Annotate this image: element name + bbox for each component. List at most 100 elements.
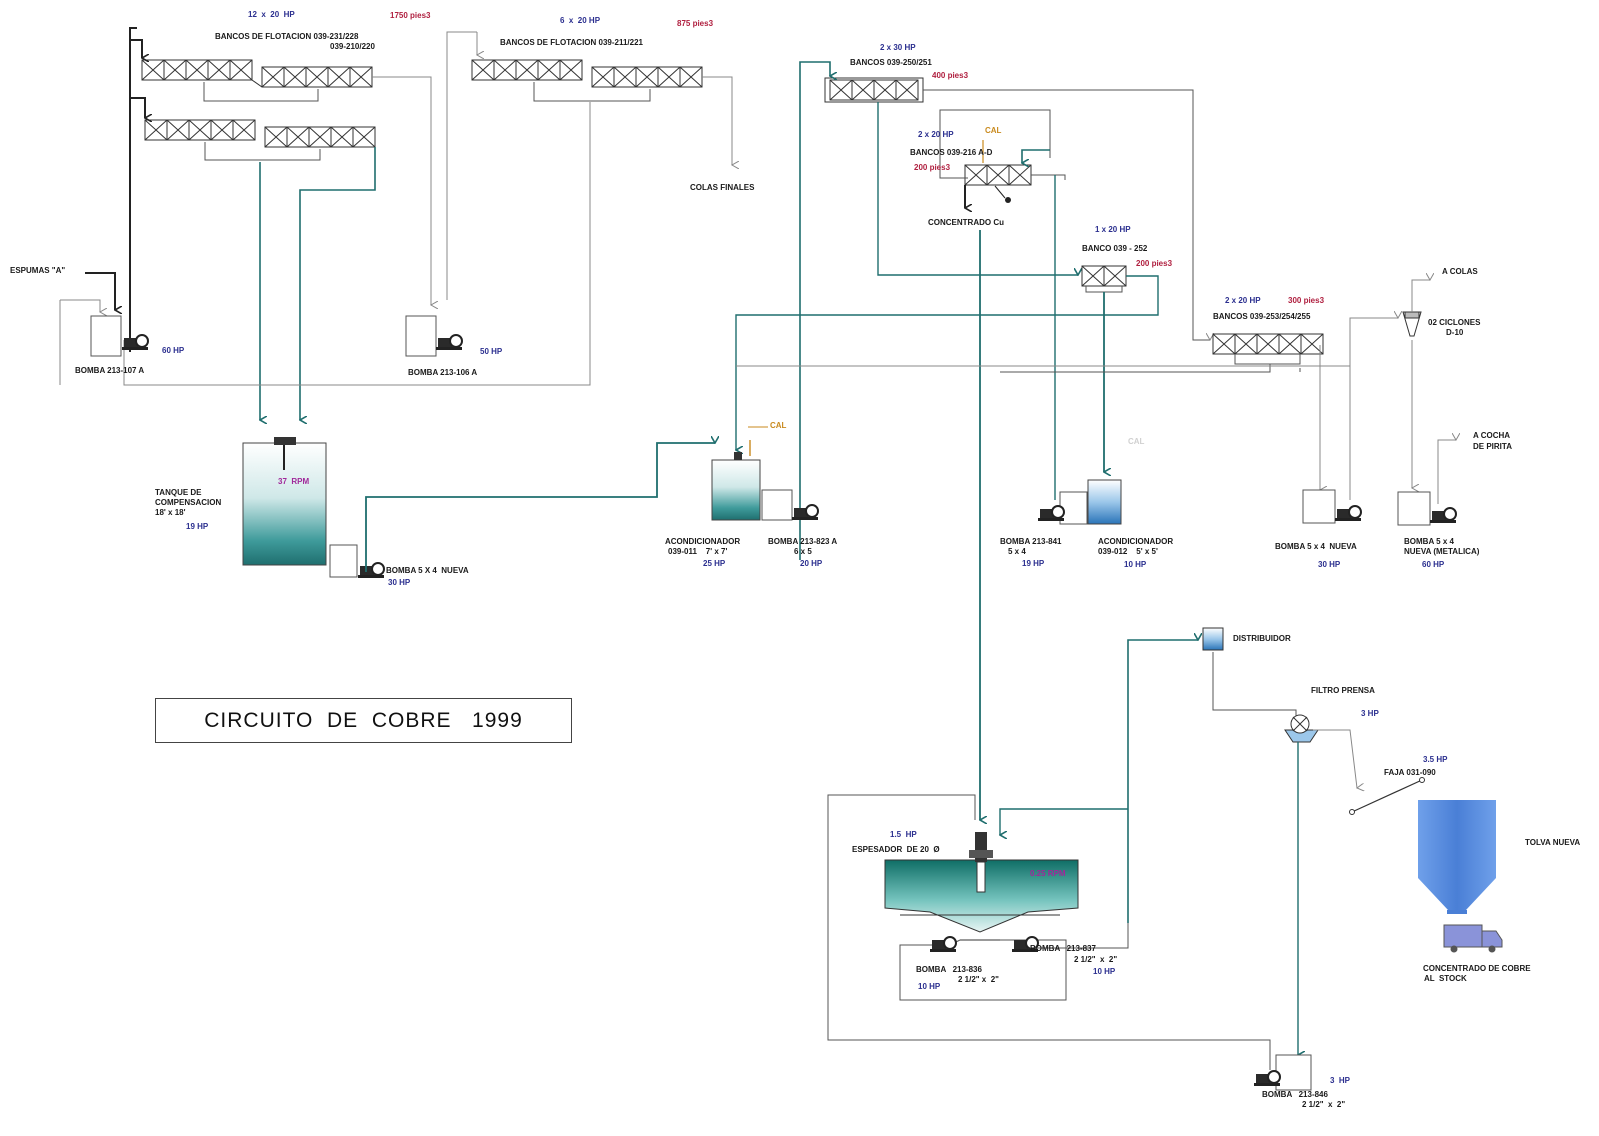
pump-837-hp: 10 HP xyxy=(1093,967,1116,976)
espesador-rpm: 0.25 RPM xyxy=(1030,869,1066,878)
pump-841-hp: 19 HP xyxy=(1022,559,1045,568)
bank4-cal: CAL xyxy=(985,126,1002,135)
pump-841-size: 5 x 4 xyxy=(1008,547,1026,556)
conditioner-039-011 xyxy=(711,452,819,521)
cal-label-acond: CAL xyxy=(770,421,787,430)
pump-106-name: BOMBA 213-106 A xyxy=(408,368,478,377)
pump-5x4-c-name: BOMBA 5 x 4 xyxy=(1404,537,1454,546)
pump-107-name: BOMBA 213-107 A xyxy=(75,366,145,375)
cal-label-acond012: CAL xyxy=(1128,437,1145,446)
bank6-name: BANCOS 039-253/254/255 xyxy=(1213,312,1311,321)
pump-213-106-box xyxy=(405,315,463,357)
conveyor-031-090 xyxy=(1349,777,1425,815)
bank6-hp: 2 x 20 HP xyxy=(1225,296,1261,305)
filtro-prensa-label: FILTRO PRENSA xyxy=(1311,686,1375,695)
filtro-hp: 3 HP xyxy=(1361,709,1379,718)
ciclones-model-label: D-10 xyxy=(1446,328,1464,337)
pump-213-107-box xyxy=(90,315,149,357)
bank1-hp: 12 x 20 HP xyxy=(248,10,295,19)
bank5-hp: 1 x 20 HP xyxy=(1095,225,1131,234)
hopper-tolva-nueva xyxy=(1418,800,1496,914)
bank-039-216 xyxy=(964,164,1032,186)
bank5-name: BANCO 039 - 252 xyxy=(1082,244,1148,253)
pump-823-hp: 20 HP xyxy=(800,559,823,568)
pump-5x4-metalica-box xyxy=(1397,491,1457,526)
conditioner-039-012 xyxy=(1037,479,1122,525)
a-colas-label: A COLAS xyxy=(1442,267,1478,276)
filter-press xyxy=(1284,714,1319,743)
bank-039-252 xyxy=(1081,265,1127,293)
pump-107-hp: 60 HP xyxy=(162,346,185,355)
bank-039-250 xyxy=(824,77,924,103)
pump-5x4-b-name: BOMBA 5 x 4 NUEVA xyxy=(1275,542,1357,551)
espesador-name: ESPESADOR DE 20 Ø xyxy=(852,845,940,854)
acond-012-hp: 10 HP xyxy=(1124,560,1147,569)
truck xyxy=(1443,924,1503,953)
espesador-hp: 1.5 HP xyxy=(890,830,917,839)
pump-837-name: BOMBA 213-837 xyxy=(1030,944,1096,953)
bank-039-253 xyxy=(1212,333,1324,365)
pump-836-size: 2 1/2" x 2" xyxy=(958,975,999,984)
ciclones-label: 02 CICLONES xyxy=(1428,318,1481,327)
bank2-hp: 6 x 20 HP xyxy=(560,16,601,25)
flotation-bank-1 xyxy=(141,59,376,161)
pump-823-size: 6 x 5 xyxy=(794,547,812,556)
pump-846-hp: 3 HP xyxy=(1330,1076,1351,1085)
bank3-name: BANCOS 039-250/251 xyxy=(850,58,932,67)
espumas-label: ESPUMAS "A" xyxy=(10,266,66,275)
tank-comp-hp: 19 HP xyxy=(186,522,209,531)
concentrado-cu-label: CONCENTRADO Cu xyxy=(928,218,1004,227)
compensation-tank xyxy=(242,437,385,579)
pump-846-size: 2 1/2" x 2" xyxy=(1302,1100,1346,1109)
faja-label: FAJA 031-090 xyxy=(1384,768,1436,777)
acond-012-size: 039-012 5' x 5' xyxy=(1098,547,1158,556)
tank-comp-rpm: 37 RPM xyxy=(278,477,310,486)
bank4-hp: 2 x 20 HP xyxy=(918,130,954,139)
acond-011-hp: 25 HP xyxy=(703,559,726,568)
pump-823-name: BOMBA 213-823 A xyxy=(768,537,838,546)
bank1-name: BANCOS DE FLOTACION 039-231/228 xyxy=(215,32,359,41)
tolva-label: TOLVA NUEVA xyxy=(1525,838,1581,847)
pump-5x4-c-desc: NUEVA (METALICA) xyxy=(1404,547,1480,556)
diagram-title-box: CIRCUITO DE COBRE 1999 xyxy=(155,698,572,743)
pump-213-846-box xyxy=(1253,1054,1312,1091)
pump-5x4-a-name: BOMBA 5 X 4 NUEVA xyxy=(386,566,469,575)
bank4-name: BANCOS 039-216 A-D xyxy=(910,148,993,157)
tank-comp-size: 18' x 18' xyxy=(155,508,186,517)
bank1-volume: 1750 pies3 xyxy=(390,11,431,20)
concentrado-cobre-label: CONCENTRADO DE COBRE xyxy=(1423,964,1531,973)
pump-846-name: BOMBA 213-846 xyxy=(1262,1090,1328,1099)
faja-hp: 3.5 HP xyxy=(1423,755,1448,764)
pump-836-hp: 10 HP xyxy=(918,982,941,991)
diagram-title: CIRCUITO DE COBRE 1999 xyxy=(204,708,523,732)
tank-comp-name-2: COMPENSACION xyxy=(155,498,222,507)
bank5-volume: 200 pies3 xyxy=(1136,259,1173,268)
pump-836-name: BOMBA 213-836 xyxy=(916,965,982,974)
thickener-espesador xyxy=(884,832,1079,941)
pirita-label: DE PIRITA xyxy=(1473,442,1512,451)
bank6-volume: 300 pies3 xyxy=(1288,296,1325,305)
pump-106-hp: 50 HP xyxy=(480,347,503,356)
bank1-name-2: 039-210/220 xyxy=(330,42,375,51)
bank2-name: BANCOS DE FLOTACION 039-211/221 xyxy=(500,38,644,47)
acond-011-size: 039-011 7' x 7' xyxy=(668,547,728,556)
acond-011-name: ACONDICIONADOR xyxy=(665,537,741,546)
acond-012-name: ACONDICIONADOR xyxy=(1098,537,1174,546)
colas-finales-label: COLAS FINALES xyxy=(690,183,755,192)
bank2-volume: 875 pies3 xyxy=(677,19,714,28)
pump-5x4-nueva-box xyxy=(1302,489,1362,524)
distribuidor-label: DISTRIBUIDOR xyxy=(1233,634,1291,643)
bank4-volume: 200 pies3 xyxy=(914,163,951,172)
bank3-volume: 400 pies3 xyxy=(932,71,969,80)
pump-5x4-c-hp: 60 HP xyxy=(1422,560,1445,569)
flotation-bank-2 xyxy=(471,59,703,102)
a-cocha-label: A COCHA xyxy=(1473,431,1511,440)
cyclone-d10 xyxy=(1402,311,1422,337)
pump-5x4-b-hp: 30 HP xyxy=(1318,560,1341,569)
pump-841-name: BOMBA 213-841 xyxy=(1000,537,1062,546)
bank3-hp: 2 x 30 HP xyxy=(880,43,916,52)
distributor xyxy=(1202,627,1224,651)
tank-comp-name: TANQUE DE xyxy=(155,488,202,497)
al-stock-label: AL STOCK xyxy=(1424,974,1467,983)
